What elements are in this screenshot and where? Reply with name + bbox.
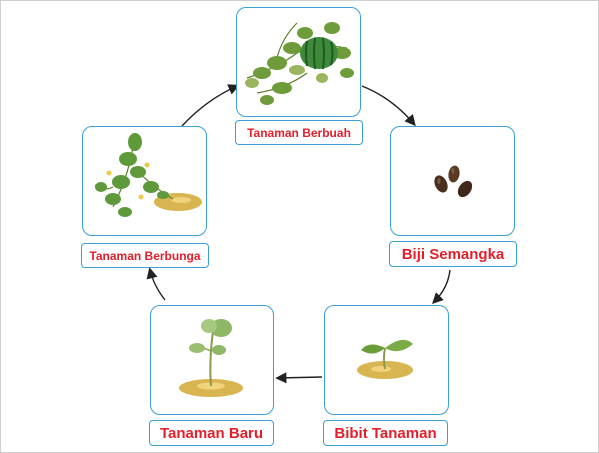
label-young-plant: Tanaman Baru [149, 420, 274, 446]
card-fruiting-plant [236, 7, 361, 117]
card-flowering-plant [82, 126, 207, 236]
card-young-plant [150, 305, 274, 415]
arrow-fruit-to-seed [361, 85, 416, 127]
seeds-icon [434, 165, 473, 198]
label-fruiting-plant: Tanaman Berbuah [235, 120, 363, 145]
arrow-young-to-flowering [146, 267, 166, 301]
label-seedling: Bibit Tanaman [323, 420, 448, 446]
watermelon-plant-icon [245, 22, 354, 105]
arrow-seed-to-seedling [432, 269, 451, 304]
card-seedling [324, 305, 449, 415]
flowering-plant-icon [94, 133, 202, 217]
young-plant-icon [179, 319, 243, 397]
arrow-flowering-to-fruit [181, 84, 240, 127]
card-seed [390, 126, 515, 236]
label-flowering-plant: Tanaman Berbunga [81, 243, 209, 268]
arrow-seedling-to-young [275, 372, 323, 384]
seedling-icon [357, 339, 413, 379]
label-seed: Biji Semangka [389, 241, 517, 267]
